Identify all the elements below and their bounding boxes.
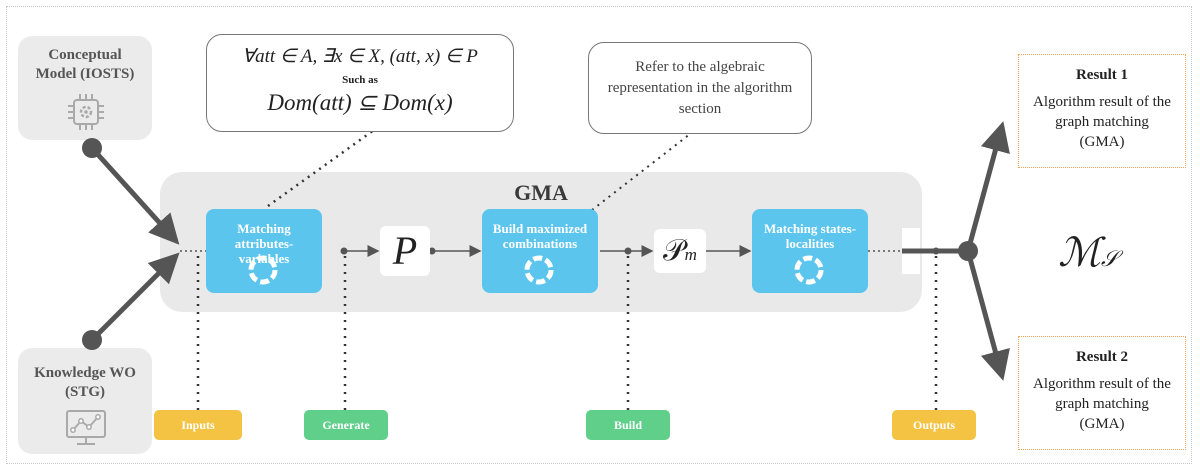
tag-generate: Generate <box>304 410 388 440</box>
cycle-icon <box>794 255 824 285</box>
note-algebra: Refer to the algebraic representation in… <box>588 42 812 134</box>
input-arrow-conceptual <box>90 146 180 245</box>
flow-dot-step2 <box>624 247 632 255</box>
symbol-ms: ℳ𝒮 <box>1030 228 1146 278</box>
monitor-graph-icon <box>66 410 106 445</box>
symbol-ms-sub: 𝒮 <box>1100 246 1118 271</box>
gma-title: GMA <box>514 180 568 205</box>
step-build-combinations: Build maximized combinations <box>482 209 598 293</box>
result-1: Result 1 Algorithm result of the graph m… <box>1018 54 1186 168</box>
note-algebra-text: Refer to the algebraic representation in… <box>607 59 793 117</box>
input-dot-conceptual <box>82 138 102 158</box>
output-arrow-result2 <box>965 250 1010 381</box>
input-arrow-knowledge <box>90 252 180 342</box>
source-knowledge-wo: Knowledge WO (STG) <box>18 348 152 454</box>
cycle-icon <box>524 255 554 285</box>
source-knowledge-wo-label: Knowledge WO (STG) <box>34 365 136 400</box>
tag-build: Build <box>586 410 670 440</box>
symbol-p: P <box>380 226 430 276</box>
output-arrow-result1 <box>965 121 1010 252</box>
note-formula: ∀att ∈ A, ∃x ∈ X, (att, x) ∈ P Such as D… <box>206 34 514 132</box>
symbol-pm-sub: m <box>684 245 697 264</box>
tag-outputs: Outputs <box>892 410 976 440</box>
step-matching-states: Matching states-localities <box>752 209 868 293</box>
step-label: Matching states-localities <box>763 221 857 251</box>
note-formula-such-as: Such as <box>342 74 378 86</box>
result-1-title: Result 1 <box>1075 67 1129 83</box>
flow-dot-output <box>932 247 940 255</box>
note-formula-line2: Dom(att) ⊆ Dom(x) <box>267 90 453 115</box>
note-algebra-connector <box>591 133 691 211</box>
symbol-ms-text: ℳ <box>1058 230 1101 275</box>
result-2-body: Algorithm result of the graph matching (… <box>1033 376 1171 432</box>
symbol-p-text: P <box>392 228 418 273</box>
step-matching-attributes: Matching attributes-variables <box>206 209 322 293</box>
result-2: Result 2 Algorithm result of the graph m… <box>1018 336 1186 450</box>
chip-gear-icon <box>68 94 104 130</box>
source-conceptual-model: Conceptual Model (IOSTS) <box>18 36 152 140</box>
input-dot-knowledge <box>82 330 102 350</box>
tag-inputs: Inputs <box>154 410 242 440</box>
cycle-icon <box>248 255 278 285</box>
result-1-body: Algorithm result of the graph matching (… <box>1033 94 1171 150</box>
note-formula-connector <box>267 128 375 208</box>
symbol-pm-text: 𝒫 <box>663 234 685 267</box>
result-2-title: Result 2 <box>1075 349 1129 365</box>
source-conceptual-model-label: Conceptual Model (IOSTS) <box>35 47 135 82</box>
step-label: Build maximized combinations <box>492 221 588 251</box>
diagram-frame <box>6 6 1192 464</box>
symbol-pm: 𝒫m <box>654 229 706 273</box>
note-formula-line1: ∀att ∈ A, ∃x ∈ X, (att, x) ∈ P <box>242 46 478 67</box>
